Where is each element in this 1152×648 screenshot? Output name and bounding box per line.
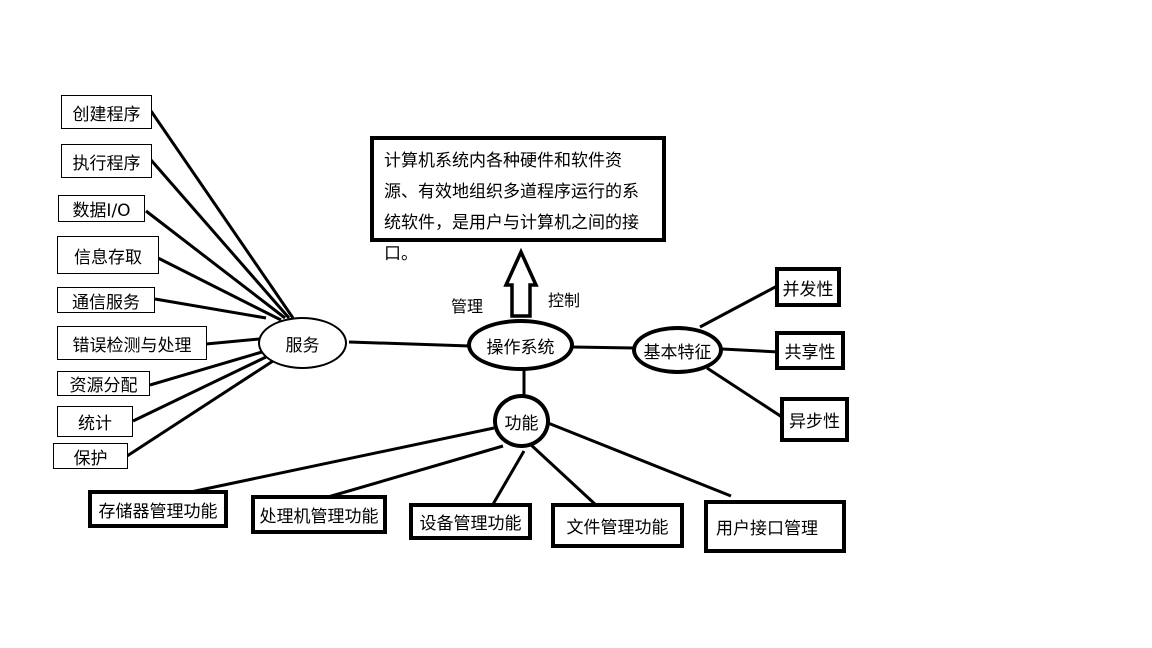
- feature-item-sharing: 共享性: [775, 331, 845, 370]
- service-item-error: 错误检测与处理: [57, 326, 207, 360]
- service-item-label: 通信服务: [72, 292, 140, 313]
- service-item-label: 资源分配: [69, 376, 138, 396]
- service-item-comm: 通信服务: [57, 287, 155, 313]
- function-item-label: 文件管理功能: [566, 518, 669, 538]
- connector-service-protect: [126, 359, 274, 458]
- function-item-label: 存储器管理功能: [98, 501, 218, 522]
- connector-feature-concurrency: [699, 283, 780, 329]
- service-item-access: 信息存取: [57, 236, 159, 274]
- manage-label: 管理: [451, 297, 484, 316]
- connector-service-comm: [154, 297, 267, 320]
- connector-service-stats: [132, 355, 267, 423]
- connector-services-center: [348, 340, 471, 348]
- connector-service-alloc: [149, 350, 263, 387]
- services-node: 服务: [258, 317, 347, 369]
- connector-function-device: [490, 450, 526, 507]
- connector-function-memory: [185, 426, 495, 495]
- service-item-alloc: 资源分配: [57, 371, 150, 396]
- connector-service-access: [157, 256, 282, 322]
- function-item-user-interface: 用户接口管理: [704, 500, 846, 553]
- function-item-device: 设备管理功能: [409, 503, 532, 540]
- function-item-label: 用户接口管理: [716, 519, 818, 539]
- service-item-create: 创建程序: [61, 95, 152, 129]
- connector-service-create: [149, 110, 295, 319]
- functions-label: 功能: [504, 413, 539, 434]
- service-item-label: 数据I/O: [72, 201, 131, 221]
- service-item-label: 执行程序: [72, 153, 141, 174]
- definition-text: 计算机系统内各种硬件和软件资源、有效地组织多道程序运行的系统软件，是用户与计算机…: [384, 151, 639, 264]
- feature-item-label: 异步性: [789, 412, 840, 432]
- function-item-memory: 存储器管理功能: [88, 490, 228, 528]
- service-item-label: 信息存取: [74, 247, 142, 268]
- service-item-execute: 执行程序: [61, 144, 152, 178]
- definition-box: 计算机系统内各种硬件和软件资源、有效地组织多道程序运行的系统软件，是用户与计算机…: [370, 136, 666, 264]
- connector-service-execute: [149, 159, 291, 319]
- connector-feature-sharing: [721, 347, 780, 354]
- feature-item-label: 并发性: [782, 279, 834, 300]
- up-arrow-icon: [503, 247, 539, 318]
- service-item-stats: 统计: [57, 406, 133, 437]
- connector-function-processor: [327, 444, 504, 499]
- connector-function-file: [528, 442, 599, 508]
- connector-service-io: [145, 209, 286, 320]
- connector-center-features: [571, 345, 635, 350]
- service-item-label: 创建程序: [72, 104, 141, 125]
- features-label: 基本特征: [643, 342, 712, 363]
- feature-item-label: 共享性: [784, 343, 836, 363]
- control-label: 控制: [548, 291, 581, 310]
- functions-node: 功能: [493, 394, 550, 448]
- service-item-label: 错误检测与处理: [72, 335, 192, 356]
- feature-item-concurrency: 并发性: [775, 267, 841, 307]
- service-item-io: 数据I/O: [58, 195, 145, 222]
- function-item-file: 文件管理功能: [551, 503, 684, 548]
- connector-function-ui: [547, 421, 732, 498]
- connector-service-error: [205, 337, 260, 346]
- function-item-label: 处理机管理功能: [259, 507, 379, 527]
- function-item-label: 设备管理功能: [419, 514, 522, 534]
- service-item-label: 保护: [73, 448, 108, 469]
- services-label: 服务: [285, 335, 320, 356]
- feature-item-async: 异步性: [780, 397, 849, 442]
- service-item-protect: 保护: [53, 443, 128, 469]
- features-node: 基本特征: [632, 326, 723, 374]
- center-node: 操作系统: [467, 319, 574, 371]
- center-label: 操作系统: [486, 337, 555, 358]
- function-item-processor: 处理机管理功能: [251, 495, 387, 534]
- service-item-label: 统计: [78, 414, 112, 434]
- connector-feature-async: [706, 366, 786, 421]
